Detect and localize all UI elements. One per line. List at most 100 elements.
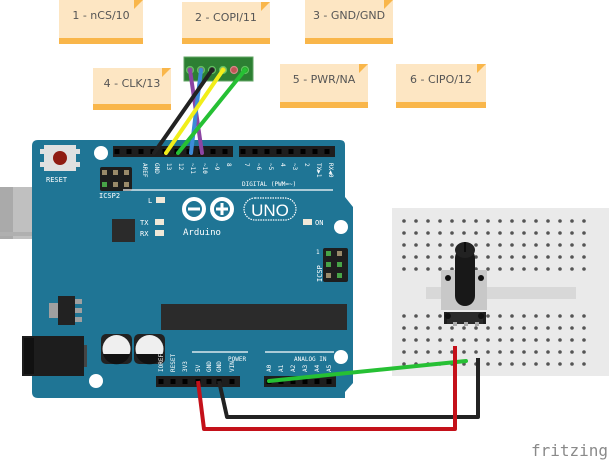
wire-green-analog[interactable] bbox=[267, 359, 468, 383]
header-pin bbox=[170, 379, 176, 384]
breadboard-hole bbox=[534, 362, 538, 366]
analog-label: ANALOG IN bbox=[294, 356, 327, 363]
breadboard-hole bbox=[474, 338, 478, 342]
digital-pin-label: 12 bbox=[177, 163, 184, 171]
uno-label: UNO bbox=[251, 201, 289, 220]
breadboard-hole bbox=[450, 267, 454, 271]
breadboard-hole bbox=[522, 231, 526, 235]
header-pin bbox=[206, 379, 212, 384]
note-text: 6 - CIPO/12 bbox=[410, 73, 472, 86]
breadboard-hole bbox=[402, 219, 406, 223]
mounting-hole bbox=[89, 374, 103, 388]
analog-pin-label: A2 bbox=[290, 364, 297, 372]
wire-black-pot[interactable] bbox=[217, 358, 480, 419]
wire-black-gnd[interactable] bbox=[152, 68, 214, 155]
digital-label: DIGITAL (PWM=~) bbox=[242, 181, 296, 188]
led-l-label: L bbox=[148, 197, 152, 205]
breadboard-hole bbox=[438, 267, 442, 271]
breadboard-hole bbox=[522, 362, 526, 366]
note-gnd[interactable]: 3 - GND/GND bbox=[305, 0, 393, 44]
breadboard-hole bbox=[438, 350, 442, 354]
digital-pin-label: 4 bbox=[279, 163, 286, 167]
breadboard-hole bbox=[402, 267, 406, 271]
header-pin bbox=[264, 149, 270, 154]
breadboard-hole bbox=[522, 219, 526, 223]
breadboard-hole bbox=[558, 243, 562, 247]
power-pin-label: IOREF bbox=[158, 354, 165, 372]
analog-pin-label: A1 bbox=[278, 364, 285, 372]
breadboard[interactable] bbox=[392, 208, 609, 376]
breadboard-hole bbox=[582, 350, 586, 354]
breadboard-hole bbox=[438, 255, 442, 259]
breadboard-hole bbox=[510, 267, 514, 271]
breadboard-hole bbox=[402, 243, 406, 247]
breadboard-hole bbox=[486, 362, 490, 366]
breadboard-holes bbox=[402, 219, 586, 366]
breadboard-hole bbox=[534, 255, 538, 259]
analog-pin-label: A0 bbox=[266, 364, 273, 372]
wire-green-cipo[interactable] bbox=[176, 68, 247, 155]
potentiometer-knob[interactable] bbox=[455, 248, 475, 306]
breadboard-hole bbox=[498, 326, 502, 330]
power-pin-label: GND bbox=[216, 361, 223, 372]
note-fold-corner bbox=[261, 2, 270, 11]
breadboard-hole bbox=[570, 255, 574, 259]
header-pin bbox=[290, 379, 296, 384]
breadboard-hole bbox=[474, 267, 478, 271]
header-pin bbox=[312, 149, 318, 154]
note-text: 5 - PWR/NA bbox=[292, 73, 356, 86]
note-fold-corner bbox=[384, 0, 393, 9]
digital-header-right bbox=[239, 146, 335, 157]
breadboard-hole bbox=[534, 243, 538, 247]
breadboard-hole bbox=[510, 243, 514, 247]
header-pin bbox=[158, 379, 164, 384]
digital-pin-label: 8 bbox=[225, 163, 232, 167]
led-on-label: ON bbox=[315, 219, 323, 227]
breadboard-hole bbox=[414, 350, 418, 354]
header-pin bbox=[288, 149, 294, 154]
breadboard-hole bbox=[510, 219, 514, 223]
header-pin bbox=[114, 149, 120, 154]
breadboard-hole bbox=[570, 362, 574, 366]
wire-red-pot[interactable] bbox=[196, 346, 457, 431]
breadboard-hole bbox=[510, 338, 514, 342]
breadboard-hole bbox=[546, 219, 550, 223]
usb-chip bbox=[112, 219, 135, 242]
breadboard-hole bbox=[522, 314, 526, 318]
breadboard-hole bbox=[510, 326, 514, 330]
note-copi[interactable]: 2 - COPI/11 bbox=[182, 2, 270, 44]
breadboard-hole bbox=[510, 231, 514, 235]
note-ncs[interactable]: 1 - nCS/10 bbox=[59, 0, 143, 44]
power-pin-label: 3V3 bbox=[182, 361, 189, 372]
breadboard-hole bbox=[498, 267, 502, 271]
note-bar bbox=[396, 102, 486, 108]
breadboard-hole bbox=[582, 231, 586, 235]
header-pin bbox=[324, 149, 330, 154]
note-pwr[interactable]: 5 - PWR/NA bbox=[280, 64, 368, 108]
wire-yellow[interactable] bbox=[164, 68, 225, 155]
breadboard-hole bbox=[558, 219, 562, 223]
note-clk[interactable]: 4 - CLK/13 bbox=[93, 68, 171, 110]
breadboard-hole bbox=[450, 243, 454, 247]
wires bbox=[152, 68, 480, 431]
breadboard-hole bbox=[546, 350, 550, 354]
digital-pin-label: ~3 bbox=[291, 163, 298, 171]
breadboard-hole bbox=[438, 338, 442, 342]
breadboard-hole bbox=[570, 243, 574, 247]
breadboard-hole bbox=[462, 350, 466, 354]
breadboard-hole bbox=[474, 243, 478, 247]
breadboard-hole bbox=[414, 255, 418, 259]
breadboard-hole bbox=[546, 243, 550, 247]
power-pin-label: GND bbox=[206, 361, 213, 372]
note-cipo[interactable]: 6 - CIPO/12 bbox=[396, 64, 486, 108]
potentiometer[interactable] bbox=[441, 242, 487, 326]
breadboard-hole bbox=[426, 338, 430, 342]
led-rx bbox=[155, 230, 164, 236]
breadboard-hole bbox=[474, 326, 478, 330]
reset-button[interactable] bbox=[40, 145, 80, 171]
breadboard-hole bbox=[558, 338, 562, 342]
breadboard-hole bbox=[522, 350, 526, 354]
breadboard-hole bbox=[570, 219, 574, 223]
